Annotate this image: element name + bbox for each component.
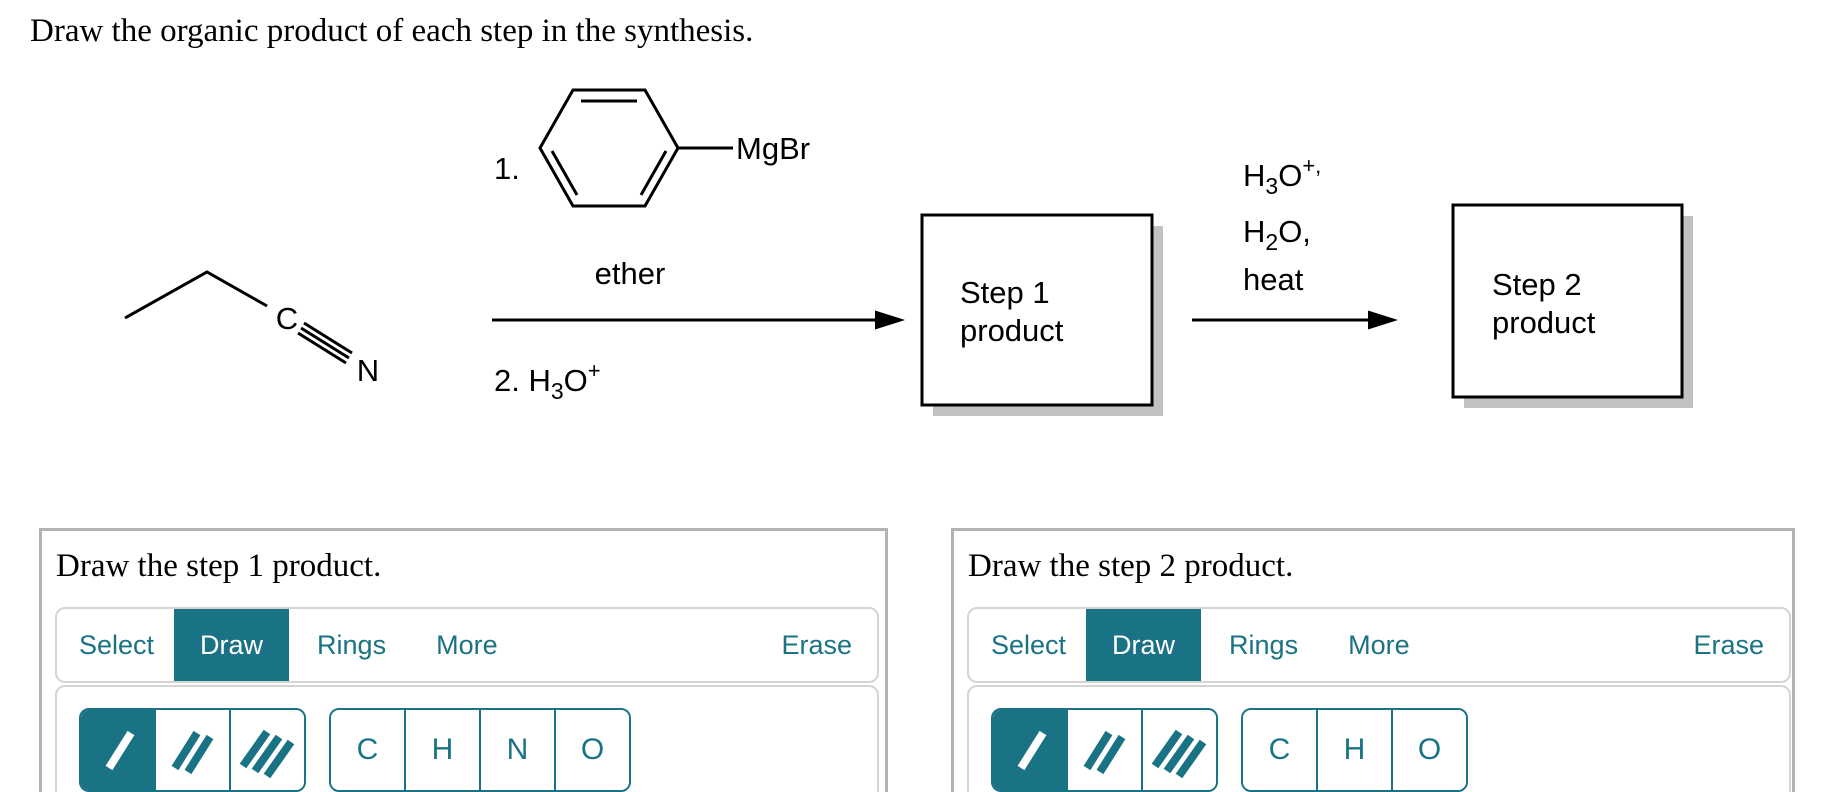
reaction-arrow-1: [492, 310, 905, 330]
step1-drawing-canvas[interactable]: C H N O: [55, 685, 879, 792]
rings-button[interactable]: Rings: [317, 629, 387, 660]
atom-button-group: C H O: [1241, 708, 1468, 792]
svg-text:Step 2: Step 2: [1492, 267, 1582, 302]
atom-button-o[interactable]: O: [1391, 710, 1466, 790]
step2-toolbar: Select Draw Rings More Erase: [967, 607, 1791, 683]
step2-reagent-water: H2O,: [1243, 214, 1311, 255]
step1-panel-title: Draw the step 1 product.: [56, 548, 382, 584]
erase-button[interactable]: Erase: [781, 629, 852, 660]
workup-label: 2. H3O+: [494, 358, 601, 404]
grignard-label: MgBr: [736, 131, 810, 166]
reagent-1-number: 1.: [494, 151, 520, 186]
single-bond-button[interactable]: [81, 710, 154, 790]
svg-text:product: product: [1492, 305, 1596, 340]
draw-button[interactable]: Draw: [174, 609, 290, 681]
double-bond-icon: [171, 730, 214, 775]
rings-button[interactable]: Rings: [1229, 629, 1299, 660]
nitrile-c-label: C: [276, 301, 298, 336]
step1-product-box: Step 1 product: [920, 213, 1163, 416]
svg-text:Step 1: Step 1: [960, 275, 1050, 310]
step1-panel: Draw the step 1 product. Select Draw Rin…: [39, 528, 888, 792]
single-bond-icon: [1017, 730, 1047, 771]
reaction-arrow-2: [1192, 310, 1398, 330]
more-button[interactable]: More: [1348, 629, 1410, 660]
atom-button-h[interactable]: H: [1316, 710, 1391, 790]
more-button[interactable]: More: [436, 629, 498, 660]
svg-text:product: product: [960, 313, 1064, 348]
double-bond-button[interactable]: [1066, 710, 1141, 790]
select-button[interactable]: Select: [991, 629, 1067, 660]
step2-panel-title: Draw the step 2 product.: [968, 548, 1294, 584]
atom-button-h[interactable]: H: [404, 710, 479, 790]
step2-drawing-canvas[interactable]: C H O: [967, 685, 1791, 792]
nitrile-structure: [124, 270, 353, 365]
step2-panel: Draw the step 2 product. Select Draw Rin…: [951, 528, 1795, 792]
atom-button-c[interactable]: C: [331, 710, 404, 790]
step2-reagent-heat: heat: [1243, 262, 1304, 297]
atom-button-group: C H N O: [329, 708, 631, 792]
atom-button-c[interactable]: C: [1243, 710, 1316, 790]
triple-bond-icon: [239, 729, 295, 779]
triple-bond-button[interactable]: [229, 710, 304, 790]
double-bond-button[interactable]: [154, 710, 229, 790]
step1-toolbar: Select Draw Rings More Erase: [55, 607, 879, 683]
triple-bond-button[interactable]: [1141, 710, 1216, 790]
double-bond-icon: [1083, 730, 1126, 775]
single-bond-icon: [105, 730, 135, 771]
select-button[interactable]: Select: [79, 629, 155, 660]
triple-bond-icon: [1151, 729, 1207, 779]
nitrile-n-label: N: [357, 353, 379, 388]
bond-button-group: [79, 708, 306, 792]
question-title: Draw the organic product of each step in…: [30, 13, 754, 49]
step2-product-box: Step 2 product: [1451, 203, 1693, 408]
solvent-label: ether: [595, 256, 666, 291]
reaction-scheme: C N 1. MgBr ether 2. H3O+ Step 1 product…: [124, 88, 1693, 416]
single-bond-button[interactable]: [993, 710, 1066, 790]
bond-button-group: [991, 708, 1218, 792]
step2-reagent-hydronium: H3O+,: [1243, 153, 1321, 199]
atom-button-n[interactable]: N: [479, 710, 554, 790]
draw-button[interactable]: Draw: [1086, 609, 1202, 681]
benzene-ring: [538, 88, 733, 208]
atom-button-o[interactable]: O: [554, 710, 629, 790]
erase-button[interactable]: Erase: [1693, 629, 1764, 660]
